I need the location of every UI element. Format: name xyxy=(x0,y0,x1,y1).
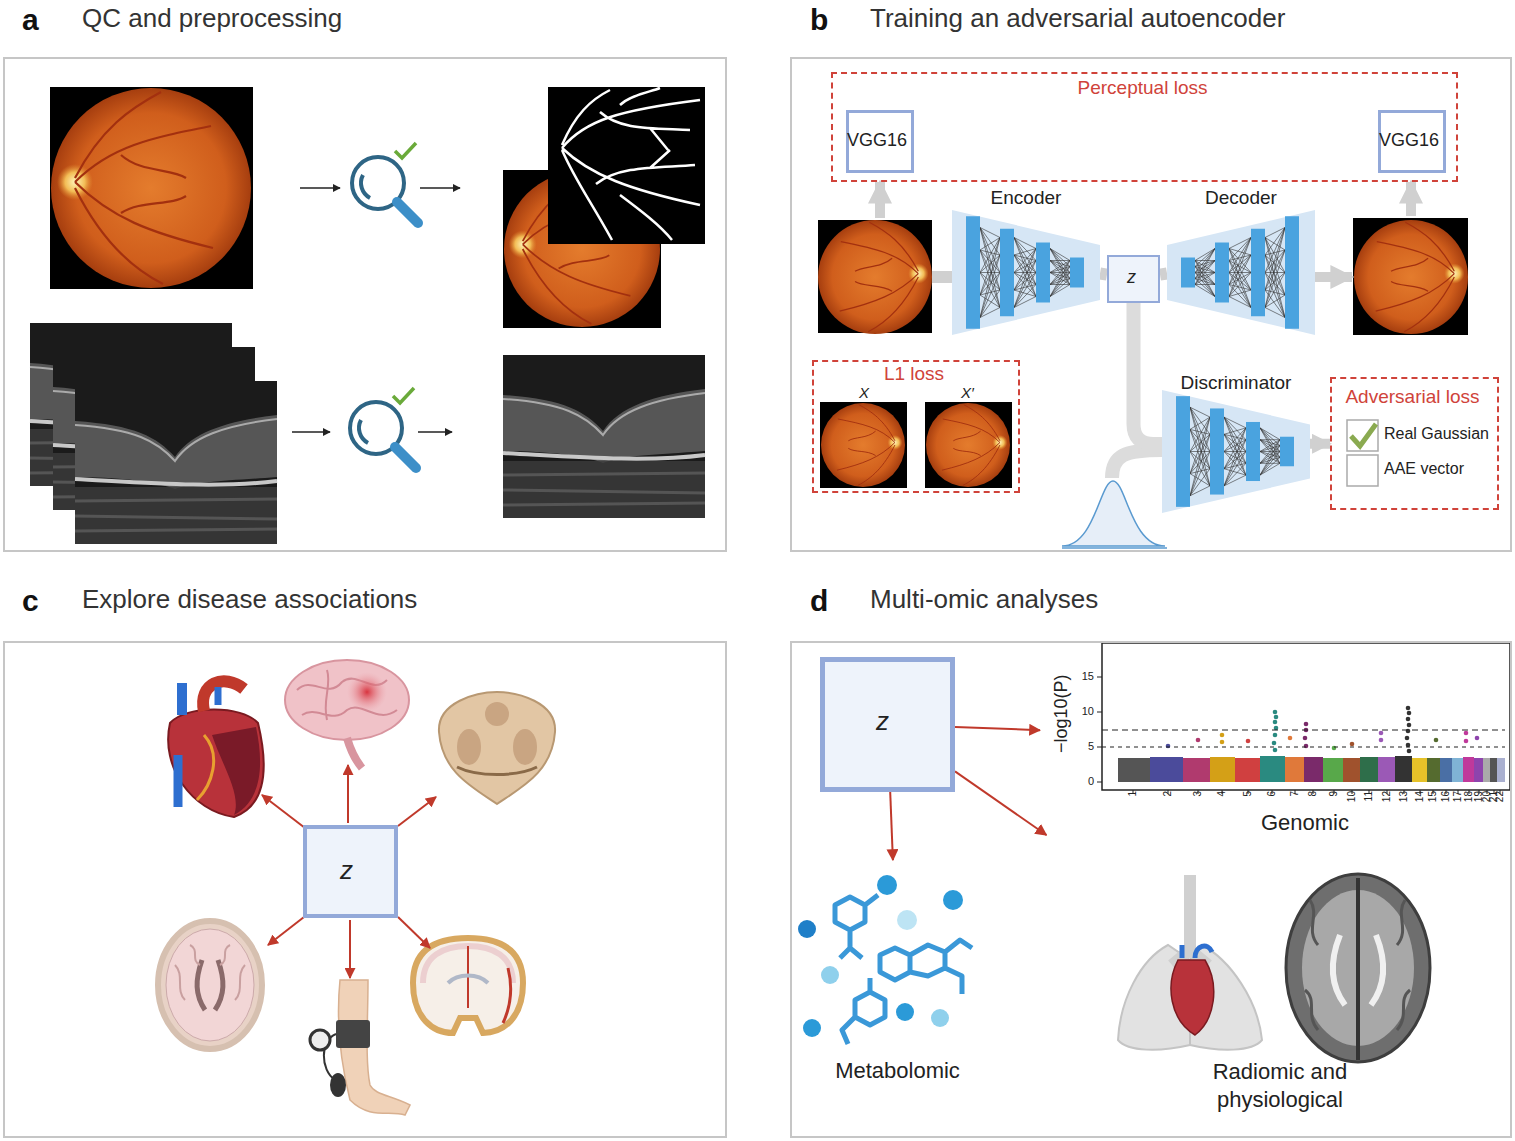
network-links xyxy=(1195,228,1285,318)
model-box: VGG16 xyxy=(1378,110,1446,173)
loss-box: Perceptual lossVGG16 VGG16 xyxy=(831,72,1458,182)
chromosome-label: 9 xyxy=(1328,791,1340,815)
network-links xyxy=(1190,407,1280,496)
node-label: z xyxy=(820,706,945,737)
node-label: X′ xyxy=(961,384,974,402)
node-label: Radiomic and physiological xyxy=(1180,1058,1380,1114)
axis-title: −log10(P) xyxy=(1051,654,1073,774)
panel-letter: c xyxy=(22,583,39,619)
connector xyxy=(1100,274,1107,275)
discriminator-network: Discriminator xyxy=(1162,375,1310,513)
node-label: Metabolomic xyxy=(790,1058,1005,1084)
network-shape xyxy=(1167,210,1315,335)
network-outline xyxy=(1167,210,1315,335)
connector xyxy=(955,771,1046,835)
node-label: VGG16 xyxy=(846,130,908,152)
axis-tick-label: 5 xyxy=(1074,740,1094,753)
latent-box: z xyxy=(820,657,955,792)
axis-tick-label: 15 xyxy=(1074,670,1094,683)
network-layer xyxy=(1210,408,1224,494)
chromosome-label: 2 xyxy=(1162,791,1174,815)
network-layer xyxy=(1181,258,1195,288)
network-layer xyxy=(1285,216,1299,329)
node-label: z xyxy=(1107,267,1156,289)
axis-tick-label: 0 xyxy=(1074,775,1094,788)
chromosome-label: 13 xyxy=(1398,791,1410,815)
chromosome-label: 14 xyxy=(1414,791,1426,815)
node-label: L1 loss xyxy=(812,363,1016,386)
network-layer xyxy=(1036,243,1050,303)
chromosome-label: 12 xyxy=(1381,791,1393,815)
chromosome-label: 17 xyxy=(1452,791,1464,815)
radiomic-group: Radiomic and physiological xyxy=(1010,835,1500,1125)
chromosome-label: 6 xyxy=(1266,791,1278,815)
network-layer xyxy=(1251,229,1265,317)
axis-tick-label: 10 xyxy=(1074,705,1094,718)
panel-letter: b xyxy=(810,2,828,38)
connector xyxy=(1310,439,1330,449)
loss-box: Adversarial lossReal GaussianAAE vector xyxy=(1330,377,1499,510)
chromosome-label: 11 xyxy=(1363,791,1375,815)
network-layer xyxy=(1070,258,1084,288)
network-links xyxy=(980,228,1070,318)
plot-caption: Genomic xyxy=(1205,810,1405,836)
node-label: Encoder xyxy=(952,187,1100,210)
connector xyxy=(1160,274,1167,275)
panel-title: Explore disease associations xyxy=(82,584,417,615)
loss-box: L1 lossX X′ xyxy=(812,360,1020,493)
manhattan-plot: −log10(P) Genomic xyxy=(1040,643,1510,835)
chromosome-label: 7 xyxy=(1289,791,1301,815)
connector xyxy=(955,727,1040,730)
node-label: Real Gaussian xyxy=(1384,424,1489,443)
panel-box: dMulti-omic analysesz−log10(P)GenomicMet… xyxy=(790,641,1512,1138)
network-layer xyxy=(1215,243,1229,303)
panel-box: cExplore disease associationsz xyxy=(3,641,727,1138)
network-shape xyxy=(952,210,1100,335)
panel-title: Multi-omic analyses xyxy=(870,584,1098,615)
network-shape xyxy=(1162,390,1310,513)
chromosome-label: 4 xyxy=(1216,791,1228,815)
panel-box: bTraining an adversarial autoencoderPerc… xyxy=(790,57,1512,552)
node-label: X xyxy=(859,384,869,402)
network-layer xyxy=(1246,422,1260,481)
panel-letter: a xyxy=(22,2,39,38)
node-label: VGG16 xyxy=(1378,130,1440,152)
panel-title: Training an adversarial autoencoder xyxy=(870,3,1285,34)
chromosome-label: 3 xyxy=(1192,791,1204,815)
chromosome-label: 1 xyxy=(1127,791,1139,815)
network-layer xyxy=(1280,437,1294,467)
latent-box: z xyxy=(303,825,398,918)
model-box: VGG16 xyxy=(846,110,914,173)
node-label: AAE vector xyxy=(1384,459,1464,478)
network-layer xyxy=(966,216,980,329)
latent-box: z xyxy=(1107,255,1160,303)
metabolomic-group: Metabolomic xyxy=(790,860,1005,1095)
chromosome-label: 10 xyxy=(1346,791,1358,815)
encoder-network: Encoder xyxy=(952,188,1100,335)
connector xyxy=(1134,303,1163,444)
chromosome-label: 8 xyxy=(1307,791,1319,815)
node-label: Adversarial loss xyxy=(1330,386,1495,409)
network-layer xyxy=(1176,396,1190,507)
node-label: z xyxy=(303,855,390,886)
network-outline xyxy=(952,210,1100,335)
network-layer xyxy=(1000,229,1014,317)
connector xyxy=(890,792,893,860)
node-label: Decoder xyxy=(1167,187,1315,210)
decoder-network: Decoder xyxy=(1167,188,1315,335)
node-label: Discriminator xyxy=(1162,372,1310,395)
network-outline xyxy=(1162,390,1310,513)
node-label: Perceptual loss xyxy=(831,77,1454,100)
chromosome-label: 22 xyxy=(1494,791,1506,815)
panel-title: QC and preprocessing xyxy=(82,3,342,34)
panel-box: aQC and preprocessing xyxy=(3,57,727,552)
chromosome-label: 15 xyxy=(1427,791,1439,815)
chromosome-label: 5 xyxy=(1242,791,1254,815)
chromosome-label: 16 xyxy=(1440,791,1452,815)
panel-letter: d xyxy=(810,583,828,619)
